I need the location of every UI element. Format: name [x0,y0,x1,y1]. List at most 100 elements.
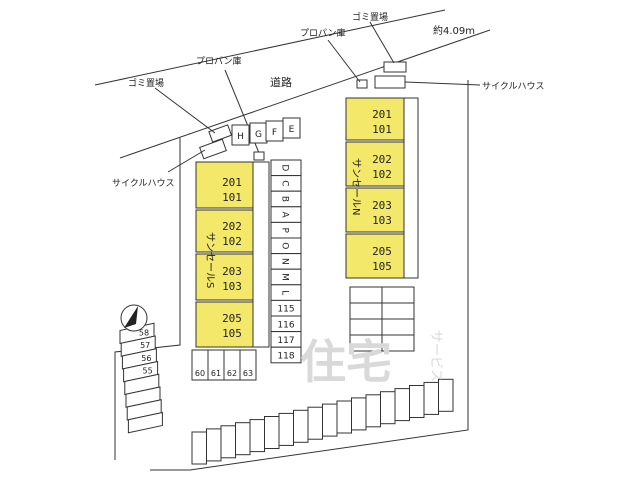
unit-number: 202 [222,220,242,233]
parking-left-group: 58 57 56 55 [119,322,163,434]
watermark-sub: サービス [428,330,443,382]
building-n-name: サンセールN [350,158,362,215]
parking-space [423,381,439,415]
north-arrow-icon [120,304,148,332]
unit-number: 205 [372,245,392,258]
parking-space-label: M [280,273,290,281]
parking-space-label: L [280,290,290,295]
site-boundary-right [150,80,469,471]
watermark: 住宅 [300,335,392,389]
unit-number: 101 [222,191,242,204]
gomi-right-label: ゴミ置場 [352,11,388,23]
small-building-label: F [272,128,277,138]
cycle-left-label: サイクルハウス [112,178,175,189]
parking-space-label: P [280,227,290,233]
building-s-unit [195,253,254,301]
propane-right-leader [327,39,361,83]
building-n-unit [345,187,405,233]
parking-space [349,286,383,304]
parking-space [191,431,207,465]
gomi-left-leader [154,87,216,134]
unit-number: 101 [372,123,392,136]
road-label: 道路 [270,75,292,89]
building-s-unit [195,301,254,348]
propane-box-left [253,151,265,161]
parking-space [381,302,415,320]
parking-space [365,394,381,428]
parking-space-label: C [280,180,290,186]
parking-space-label: 63 [243,369,253,378]
propane-box-right [356,79,368,89]
parking-space [394,388,410,422]
small-building-label: H [237,132,244,142]
parking-bottom-unlabeled [191,378,454,465]
parking-space-label: A [280,212,290,219]
parking-space-label: 58 [139,328,149,337]
building-s: 201 101 202 102 203 103 205 105 サンセールS [195,161,270,348]
gomi-right-leader [369,21,395,64]
parking-space-label: 116 [277,320,294,330]
parking-space [336,400,352,434]
road-edge-lower [119,29,491,159]
parking-space-label: 57 [140,341,150,350]
building-s-unit [195,209,254,253]
parking-space [249,419,265,453]
parking-space-label: 62 [227,369,237,378]
road-width-label: 約4.09m [433,24,475,37]
cycle-house-left [199,138,227,160]
unit-number: 202 [372,153,392,166]
unit-number: 203 [372,199,392,212]
road-edge-upper [94,9,446,86]
propane-right-label: プロパン庫 [300,27,345,39]
parking-grid-north [349,286,415,352]
parking-space [381,334,415,352]
small-building-h [231,124,250,146]
parking-space [293,409,309,443]
parking-space [351,397,367,431]
unit-number: 103 [372,214,392,227]
unit-number: 105 [222,327,242,340]
parking-space [235,422,251,456]
parking-space-label: 56 [141,354,151,363]
parking-space [220,425,236,459]
parking-space [270,346,302,364]
parking-space [127,411,163,434]
propane-left-label: プロパン庫 [196,55,241,67]
unit-number: 201 [222,176,242,189]
parking-space [381,286,415,304]
building-n-unit [345,233,405,279]
unit-number: 102 [372,168,392,181]
small-building-label: E [289,125,295,135]
parking-space [438,378,454,412]
gomi-left-label: ゴミ置場 [128,77,164,89]
parking-space-label: 115 [277,305,294,315]
cycle-right-label: サイクルハウス [482,81,545,92]
parking-space-label: 55 [143,367,153,376]
cycle-house-right [374,75,406,89]
parking-space [239,349,257,381]
small-building-label: G [255,130,262,140]
building-s-unit [195,161,254,209]
parking-space-label: O [280,242,290,249]
building-n-unit [345,141,405,187]
building-n-corridor [403,97,419,279]
parking-space [278,412,294,446]
unit-number: 103 [222,280,242,293]
parking-space-label: B [280,196,290,202]
parking-space [409,385,425,418]
parking-space [349,302,383,320]
unit-number: 201 [372,108,392,121]
building-s-name: サンセールS [204,232,216,288]
unit-number: 203 [222,265,242,278]
parking-space [264,416,280,449]
parking-space [381,318,415,336]
parking-space [380,391,396,425]
building-n-unit [345,97,405,141]
parking-space [349,318,383,336]
building-n: 201 101 202 102 203 103 205 105 サンセールN [345,97,419,279]
parking-space [322,403,338,437]
small-building-e [282,117,301,139]
